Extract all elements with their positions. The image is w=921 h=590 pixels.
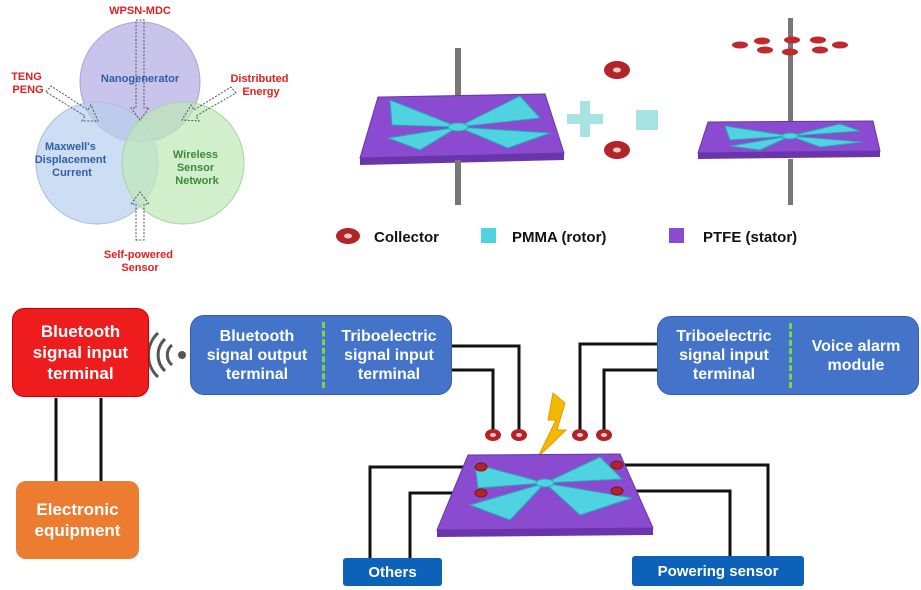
venn-left-outer-line2: PENG: [12, 84, 43, 96]
wires: [54, 342, 770, 560]
legend-pmma-label: PMMA (rotor): [512, 229, 606, 246]
plus-icon: [567, 101, 603, 137]
venn-left-outer-label: TENG PENG: [11, 71, 45, 96]
venn-top-label: WPSN-MDC: [109, 5, 171, 17]
venn-right-line1: Wireless: [173, 149, 218, 161]
venn-circle-left-label: Maxwell's Displacement Current: [35, 141, 110, 179]
assembled-shaft-lower: [788, 159, 793, 205]
collector-pair: [604, 61, 630, 159]
venn-bottom-outer-line2: Sensor: [121, 262, 159, 274]
venn-diagram: Nanogenerator Maxwell's Displacement Cur…: [11, 5, 291, 274]
voice-alarm-cell: Voice alarm module: [792, 317, 920, 394]
pmma-rotor: [386, 95, 551, 151]
venn-left-line1: Maxwell's: [45, 141, 96, 153]
bluetooth-input-label: Bluetooth signal input terminal: [32, 322, 129, 383]
tribo-input-left-label: Triboelectric signal input terminal: [341, 327, 437, 383]
venn-arrow-top: [130, 19, 150, 121]
others-label: Others: [368, 563, 417, 581]
assembled-shaft-upper: [788, 18, 793, 123]
minus-icon: [636, 110, 658, 130]
tribo-input-right-cell: Triboelectric signal input terminal: [658, 317, 790, 394]
shaft-upper: [455, 48, 461, 118]
venn-circle-wsn: [121, 101, 245, 225]
venn-circle-top-label: Nanogenerator: [101, 73, 180, 85]
legend-ptfe-label: PTFE (stator): [703, 229, 797, 246]
venn-arrow-right: [181, 86, 237, 122]
powering-sensor-box: Powering sensor: [632, 556, 804, 586]
bottom-device: [436, 429, 654, 537]
wireless-signal-icon: [146, 331, 186, 379]
bluetooth-tribo-panel: Bluetooth signal output terminal Triboel…: [190, 315, 452, 395]
bluetooth-input-box: Bluetooth signal input terminal: [12, 308, 149, 397]
venn-left-line2: Displacement: [35, 154, 107, 166]
venn-right-outer-line2: Energy: [242, 86, 280, 98]
venn-bottom-outer-line1: Self-powered: [104, 249, 173, 261]
venn-right-outer-line1: Distributed: [230, 73, 288, 85]
electronic-equipment-box: Electronic equipment: [16, 481, 139, 559]
venn-right-line2: Sensor: [177, 162, 215, 174]
ptfe-stator-edge: [360, 153, 564, 165]
bottom-collectors: [485, 429, 612, 441]
venn-right-outer-label: Distributed Energy: [230, 73, 291, 98]
device-exploded-view: [359, 18, 881, 205]
panel-divider: [322, 322, 325, 388]
assembled-ptfe-edge: [698, 151, 880, 159]
venn-bottom-outer-label: Self-powered Sensor: [104, 249, 176, 274]
panel-divider-right: [789, 323, 792, 388]
collector-cluster: [732, 36, 848, 56]
assembled-rotor: [724, 123, 863, 151]
electronic-equipment-label: Electronic equipment: [34, 500, 121, 540]
venn-left-outer-line1: TENG: [11, 71, 42, 83]
legend: Collector PMMA (rotor) PTFE (stator): [336, 228, 797, 246]
bottom-pmma-rotor: [468, 456, 633, 521]
tribo-input-right-label: Triboelectric signal input terminal: [676, 328, 772, 383]
tribo-voice-panel: Triboelectric signal input terminal Voic…: [657, 316, 919, 395]
others-box: Others: [343, 558, 442, 586]
bluetooth-output-cell: Bluetooth signal output terminal: [191, 316, 323, 394]
shaft-lower: [455, 160, 461, 205]
venn-circle-right-label: Wireless Sensor Network: [173, 149, 221, 187]
venn-left-line3: Current: [52, 167, 92, 179]
lightning-icon: [537, 392, 568, 458]
bluetooth-output-label: Bluetooth signal output terminal: [206, 327, 308, 383]
venn-arrow-bottom: [130, 191, 150, 241]
tribo-input-left-cell: Triboelectric signal input terminal: [325, 316, 453, 394]
venn-right-line3: Network: [175, 175, 219, 187]
venn-arrow-left: [45, 85, 99, 122]
electrode-dots: [474, 460, 624, 498]
legend-ptfe-swatch: [669, 228, 684, 243]
powering-sensor-label: Powering sensor: [657, 562, 779, 580]
legend-collector-label: Collector: [374, 229, 439, 246]
legend-pmma-swatch: [481, 228, 496, 243]
voice-alarm-label: Voice alarm module: [811, 337, 901, 374]
